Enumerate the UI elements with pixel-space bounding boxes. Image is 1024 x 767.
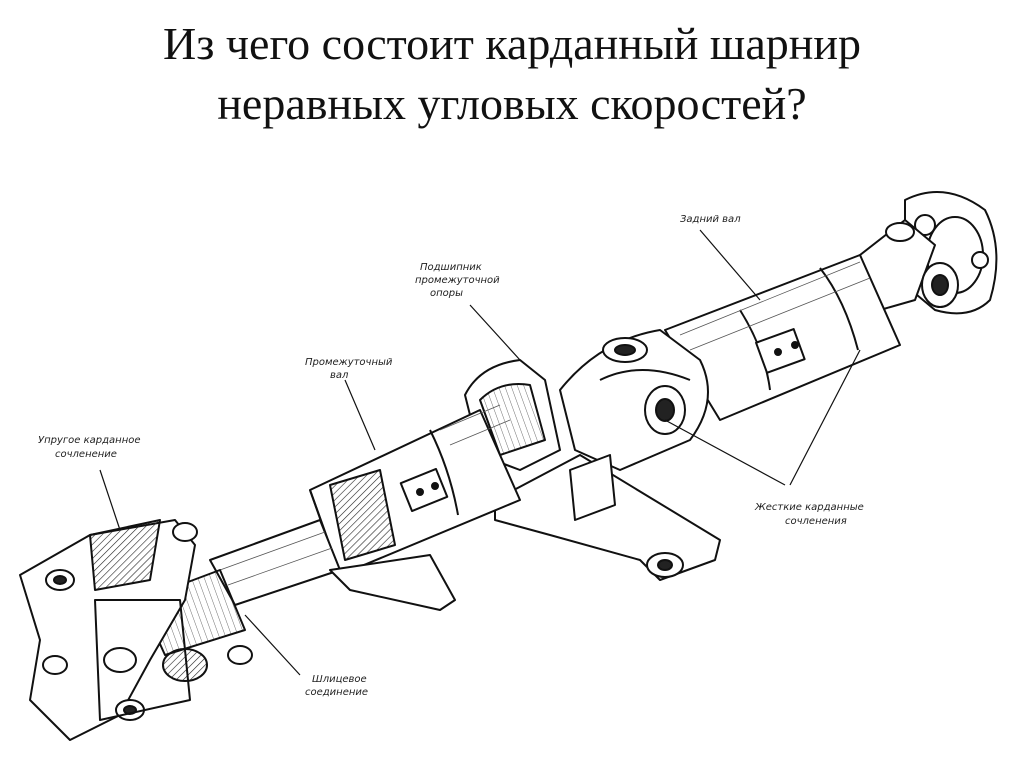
rear-flange [859,191,998,315]
intermediate-bearing [464,359,721,581]
intermediate-shaft [309,404,521,576]
label-spline-2: соединение [305,687,368,698]
slide-title: Из чего состоит карданный шарнир неравны… [0,14,1024,134]
support-bracket [329,554,456,611]
label-elastic-1: Упругое карданное [38,435,141,446]
cardan-shaft-drawing: Задний вал Подшипник промежуточной опоры… [19,191,998,741]
leader-lines [99,229,861,676]
title-line-2: неравных угловых скоростей? [217,78,807,129]
label-bearing-1: Подшипник [420,262,482,273]
label-intermediate-2: вал [330,370,349,381]
label-bearing-3: опоры [430,288,463,299]
label-bearing-2: промежуточной [415,275,500,286]
label-rigid-2: сочленения [785,516,847,527]
label-elastic-2: сочленение [55,449,117,460]
rigid-joint-middle [559,329,709,471]
label-intermediate-1: Промежуточный [305,357,393,368]
elastic-joint [19,519,253,741]
label-rigid-1: Жесткие карданные [754,502,864,513]
label-spline-1: Шлицевое [312,674,367,685]
title-line-1: Из чего состоит карданный шарнир [163,18,861,69]
label-rear-shaft: Задний вал [680,214,741,225]
